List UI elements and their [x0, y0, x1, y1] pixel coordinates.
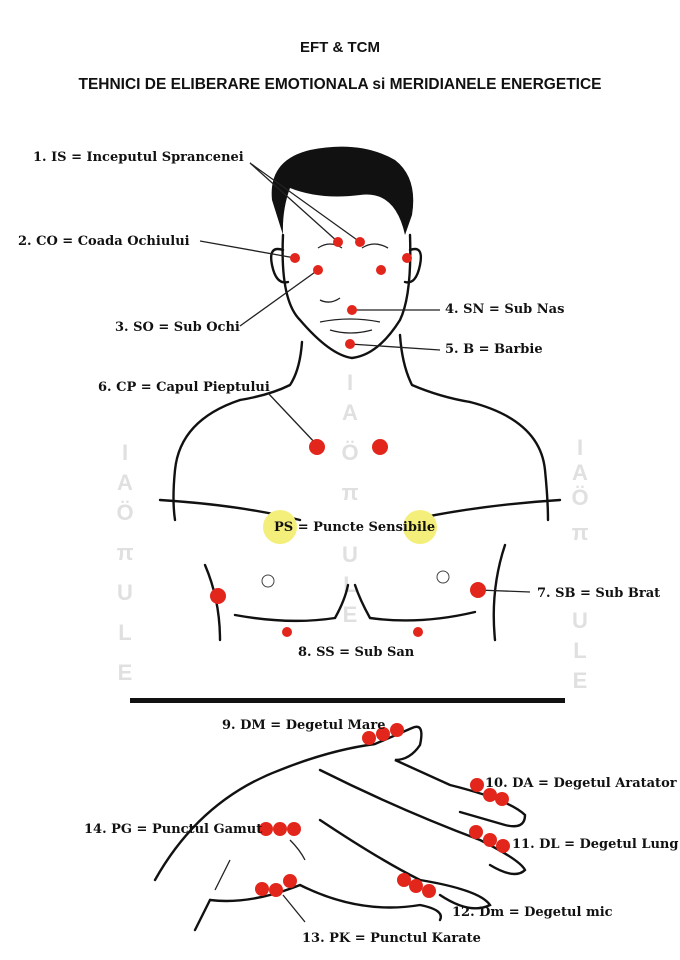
label-cp: 6. CP = Capul Pieptului — [98, 380, 270, 395]
point-so-left — [313, 265, 323, 275]
svg-text:E: E — [343, 602, 358, 627]
svg-text:I: I — [347, 370, 353, 395]
label-sn: 4. SN = Sub Nas — [445, 302, 564, 317]
tapping-points — [210, 237, 510, 898]
svg-text:E: E — [118, 660, 133, 685]
hand-drawing — [153, 725, 527, 932]
svg-text:Ö: Ö — [116, 500, 133, 525]
points-pk — [255, 874, 297, 897]
label-sb: 7. SB = Sub Brat — [537, 586, 660, 601]
point-sn — [347, 305, 357, 315]
svg-text:A: A — [117, 470, 133, 495]
point-is-left — [333, 237, 343, 247]
point-is-right — [355, 237, 365, 247]
label-dm-small: 12. Dm = Degetul mic — [452, 905, 613, 920]
point-sb-left — [210, 588, 226, 604]
svg-text:A: A — [342, 400, 358, 425]
point-cp-left — [309, 439, 325, 455]
point-cp-right — [372, 439, 388, 455]
points-dm-small — [397, 873, 436, 898]
point-co-left — [290, 253, 300, 263]
label-pg: 14. PG = Punctul Gamut — [84, 822, 262, 837]
svg-text:U: U — [572, 608, 588, 633]
point-ss-right — [413, 627, 423, 637]
point-ss-left — [282, 627, 292, 637]
label-is: 1. IS = Inceputul Sprancenei — [33, 150, 244, 165]
svg-text:Ö: Ö — [571, 485, 588, 510]
points-dm — [362, 723, 404, 745]
nipple-right — [436, 570, 450, 584]
sensitive-point-left — [263, 510, 297, 544]
label-ss: 8. SS = Sub San — [298, 645, 415, 660]
label-co: 2. CO = Coada Ochiului — [18, 234, 190, 249]
svg-text:L: L — [118, 620, 131, 645]
svg-text:I: I — [577, 435, 583, 460]
svg-text:π: π — [342, 480, 359, 505]
title: EFT & TCM — [300, 39, 380, 56]
label-dl: 11. DL = Degetul Lung — [512, 837, 678, 852]
svg-text:I: I — [122, 440, 128, 465]
points-da — [470, 778, 509, 806]
svg-text:U: U — [117, 580, 133, 605]
label-pk: 13. PK = Punctul Karate — [302, 931, 481, 946]
divider-bar — [130, 698, 565, 703]
leader-lines — [199, 162, 531, 923]
svg-text:π: π — [117, 540, 134, 565]
label-da: 10. DA = Degetul Aratator — [485, 776, 677, 791]
point-b — [345, 339, 355, 349]
svg-text:L: L — [573, 638, 586, 663]
points-dl — [469, 825, 510, 853]
label-dm: 9. DM = Degetul Mare — [222, 718, 385, 733]
nipple-left — [261, 574, 275, 588]
point-sb-right — [470, 582, 486, 598]
sensitive-point-right — [403, 510, 437, 544]
svg-text:A: A — [572, 460, 588, 485]
svg-text:π: π — [572, 520, 589, 545]
subtitle: TEHNICI DE ELIBERARE EMOTIONALA si MERID… — [78, 76, 601, 93]
svg-text:Ö: Ö — [341, 440, 358, 465]
label-so: 3. SO = Sub Ochi — [115, 320, 240, 335]
svg-text:U: U — [342, 542, 358, 567]
label-b: 5. B = Barbie — [445, 342, 543, 357]
svg-text:E: E — [573, 668, 588, 693]
point-so-right — [376, 265, 386, 275]
points-pg — [259, 822, 301, 836]
sensitive-label: PS = Puncte Sensibile — [274, 520, 435, 535]
point-co-right — [402, 253, 412, 263]
